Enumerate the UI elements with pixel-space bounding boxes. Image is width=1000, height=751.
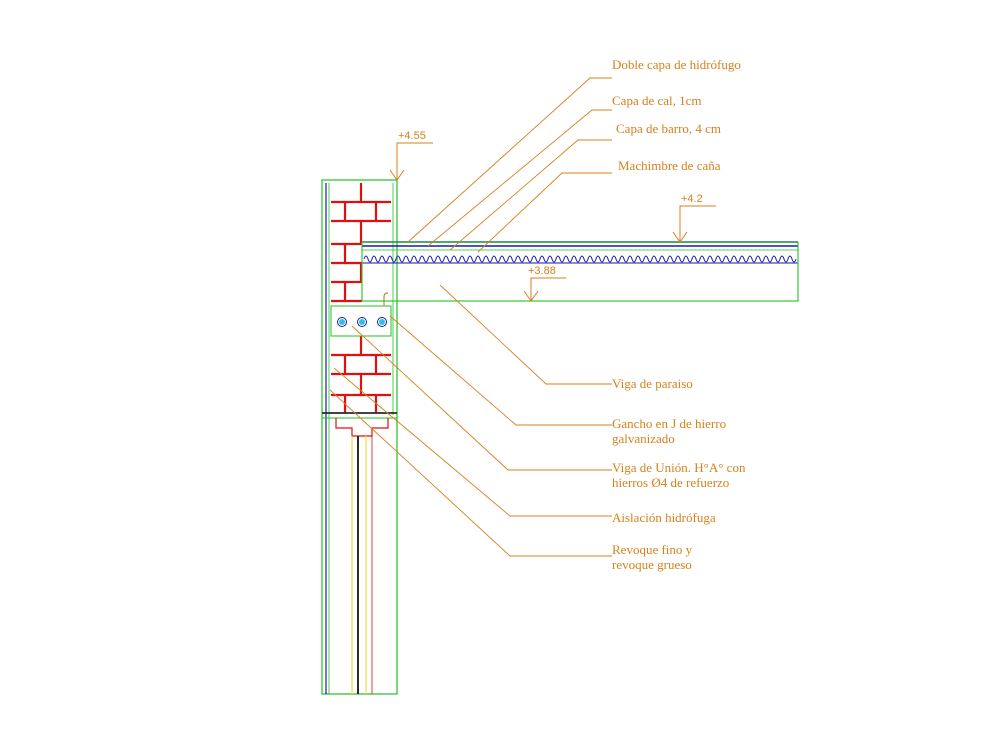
- label-capa-barro: Capa de barro, 4 cm: [616, 121, 721, 136]
- level-388-marker: [530, 277, 566, 301]
- label-gancho-2: galvanizado: [612, 431, 675, 446]
- label-revoque-2: revoque grueso: [612, 557, 692, 572]
- j-hook: [383, 292, 389, 306]
- leader-machimbre: [477, 172, 612, 253]
- label-gancho-1: Gancho en J de hierro: [612, 416, 726, 431]
- label-viga-union-1: Viga de Unión. H°A° con: [612, 460, 746, 475]
- wall-outline: [321, 179, 398, 695]
- level-42-text: +4.2: [681, 193, 703, 205]
- level-455-marker: [396, 142, 433, 180]
- cane-layer: [363, 255, 797, 263]
- leader-revoque: [329, 389, 612, 557]
- lower-wall: [322, 417, 397, 694]
- brick-courses: [331, 183, 391, 413]
- annotations: Doble capa de hidrófugo Capa de cal, 1cm…: [612, 57, 746, 572]
- level-455-arrow: [389, 169, 405, 181]
- leader-viga-paraiso: [439, 284, 612, 385]
- rebar-circles: [337, 317, 387, 327]
- level-42-arrow: [672, 231, 688, 243]
- brick-wall: [321, 179, 398, 695]
- leader-capa-cal: [427, 109, 612, 247]
- leader-gancho: [389, 315, 612, 426]
- lintel-profile: [335, 418, 389, 437]
- leader-capa-barro: [449, 139, 612, 251]
- bond-beam: [330, 305, 392, 337]
- level-42-marker: [679, 205, 716, 242]
- label-doble-capa: Doble capa de hidrófugo: [612, 57, 741, 72]
- label-revoque-1: Revoque fino y: [612, 542, 693, 557]
- leader-aislacion: [333, 367, 612, 517]
- beam-outline: [361, 241, 799, 302]
- label-aislacion: Aislación hidrófuga: [612, 510, 716, 525]
- label-viga-paraiso: Viga de paraiso: [612, 376, 693, 391]
- leader-doble-capa: [407, 77, 612, 243]
- label-machimbre: Machimbre de caña: [618, 158, 721, 173]
- leader-lines: [329, 77, 612, 557]
- level-455-text: +4.55: [398, 130, 426, 142]
- label-capa-cal: Capa de cal, 1cm: [612, 93, 702, 108]
- leader-viga-union: [351, 325, 612, 471]
- level-388-arrow: [523, 290, 539, 302]
- level-markers: [389, 142, 716, 302]
- roof-slab: [361, 241, 799, 302]
- rebar-dots: [339, 319, 385, 325]
- label-viga-union-2: hierros Ø4 de refuerzo: [612, 475, 729, 490]
- level-388-text: +3.88: [528, 265, 556, 277]
